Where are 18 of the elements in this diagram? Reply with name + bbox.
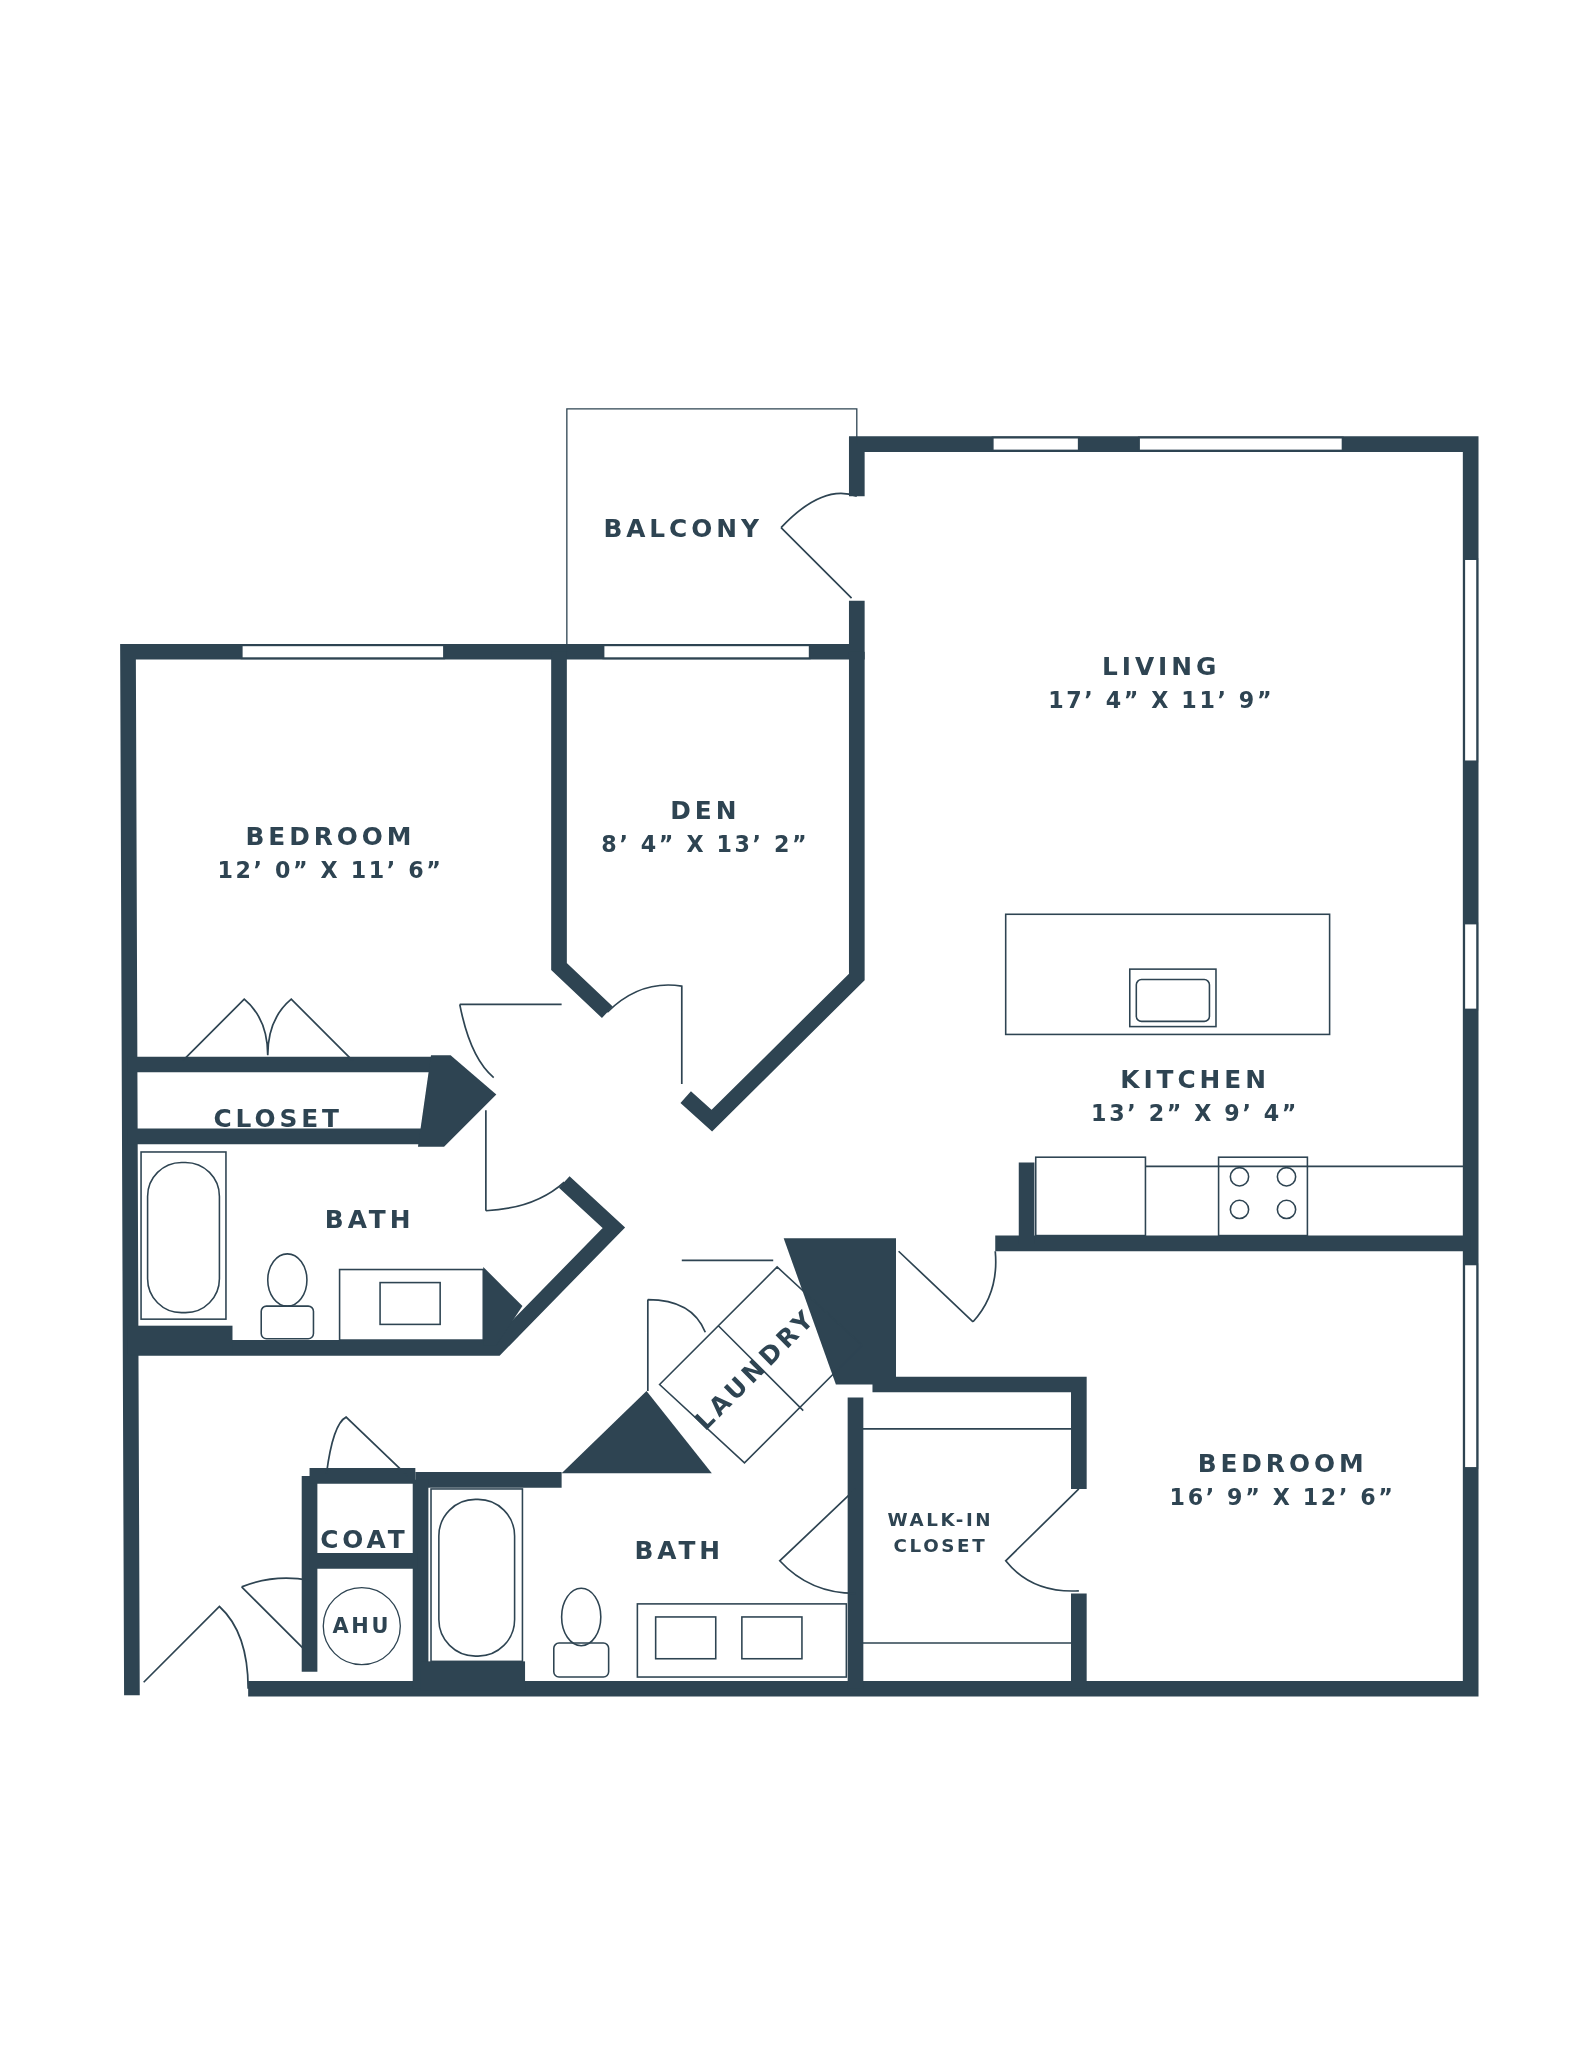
room-dimensions: 8’ 4” X 13’ 2” (601, 829, 810, 859)
room-label: CLOSET (213, 1102, 343, 1135)
room-label: BEDROOM (244, 820, 417, 853)
room-label: BALCONY (603, 512, 763, 545)
room-dimensions: 13’ 2” X 9’ 4” (1091, 1098, 1300, 1128)
room-dimensions: 12’ 0” X 11’ 6” (217, 855, 444, 885)
room-label: BEDROOM (1196, 1447, 1369, 1480)
room-label: BATH (324, 1203, 415, 1235)
room-label: BATH (634, 1534, 724, 1567)
room-label: DEN (669, 794, 742, 827)
room-label: AHU (332, 1612, 391, 1640)
room-label: WALK-IN CLOSET (886, 1507, 995, 1558)
equipment-circle (322, 1586, 401, 1666)
room-label: KITCHEN (1119, 1063, 1271, 1096)
room-label: LIVING (1101, 650, 1222, 683)
room-dimensions: 16’ 9” X 12’ 6” (1169, 1482, 1396, 1512)
room-label: COAT (320, 1523, 409, 1555)
room-dimensions: 17’ 4” X 11’ 9” (1048, 686, 1275, 716)
